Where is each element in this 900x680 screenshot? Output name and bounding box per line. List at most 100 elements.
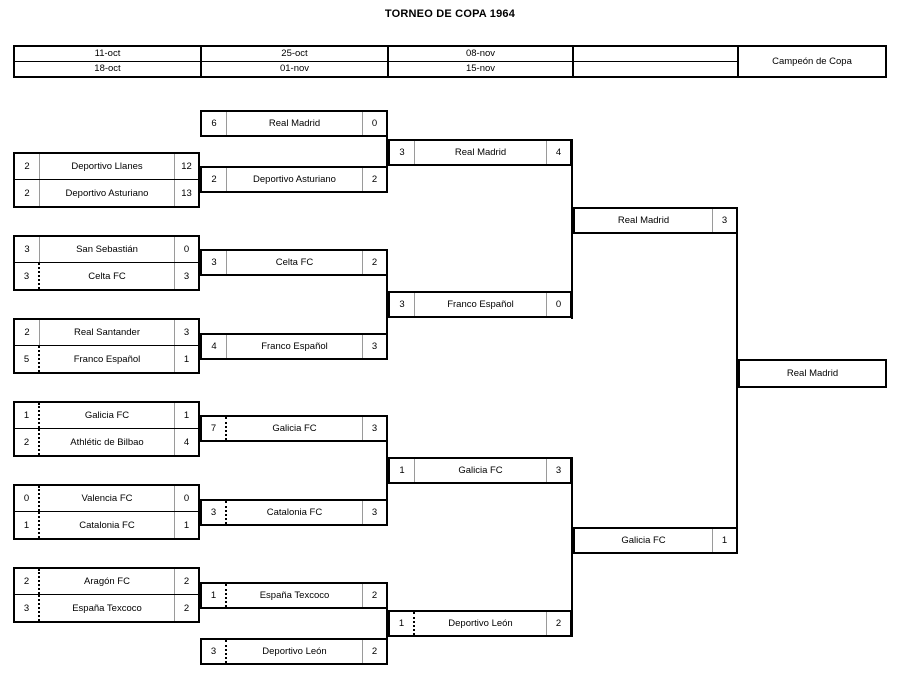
r1-match-4-team-top[interactable]: 1 Galicia FC 1: [15, 403, 198, 429]
r4-match-2[interactable]: Galicia FC 1: [573, 527, 738, 554]
r3-m2-team-name: Franco Español: [447, 299, 514, 310]
r2-match-8[interactable]: 3 Deportivo León 2: [200, 638, 388, 665]
r2-m8-team-name: Deportivo León: [262, 646, 327, 657]
r3-m1-team-name: Real Madrid: [454, 147, 507, 158]
r1-m5-top-team-name: Valencia FC: [81, 493, 133, 504]
header-col-round-2: 25-oct 01-nov: [202, 47, 389, 76]
r1-match-4[interactable]: 1 Galicia FC 1 2 Athlétic de Bilbao 4: [13, 401, 200, 457]
r1-match-4-team-bottom[interactable]: 2 Athlétic de Bilbao 4: [15, 429, 198, 455]
connector-r3-pair2: [571, 457, 573, 637]
r2-m1-leg1-score: 6: [202, 112, 227, 135]
connector-r3-pair1: [571, 139, 573, 319]
header-date-r4-leg2: [574, 62, 737, 77]
r2-m7-leg1-score: 1: [202, 584, 227, 607]
r1-m4-top-leg1-score: 1: [15, 403, 40, 428]
r1-m3-bottom-leg1-score: 5: [15, 346, 40, 372]
header-date-r2-leg1: 25-oct: [202, 47, 387, 62]
r2-m8-leg1-score: 3: [202, 640, 227, 663]
r1-m1-top-team-name: Deportivo Llanes: [71, 161, 143, 172]
r2-m7-leg2-score: 2: [362, 584, 386, 607]
r1-match-2-team-bottom[interactable]: 3 Celta FC 3: [15, 263, 198, 289]
r2-m6-team-name: Catalonia FC: [266, 507, 323, 518]
r1-m4-bottom-leg2-score: 4: [174, 429, 198, 455]
r2-m2-leg1-score: 2: [202, 168, 227, 191]
r3-m2-leg1-score: 3: [390, 293, 415, 316]
header-date-r1-leg1: 11-oct: [15, 47, 200, 62]
r1-match-6-team-top[interactable]: 2 Aragón FC 2: [15, 569, 198, 595]
r2-match-6[interactable]: 3 Catalonia FC 3: [200, 499, 388, 526]
r1-m3-top-leg2-score: 3: [174, 320, 198, 345]
r2-m6-leg2-score: 3: [362, 501, 386, 524]
r1-match-2-team-top[interactable]: 3 San Sebastián 0: [15, 237, 198, 263]
r1-match-1-team-top[interactable]: 2 Deportivo Llanes 12: [15, 154, 198, 180]
r1-match-3-team-top[interactable]: 2 Real Santander 3: [15, 320, 198, 346]
r2-m3-leg1-score: 3: [202, 251, 227, 274]
round-dates-header: 11-oct 18-oct 25-oct 01-nov 08-nov 15-no…: [13, 45, 887, 78]
r1-m5-bottom-team-name: Catalonia FC: [79, 519, 135, 531]
r2-m3-leg2-score: 2: [362, 251, 386, 274]
r1-match-1[interactable]: 2 Deportivo Llanes 12 2 Deportivo Asturi…: [13, 152, 200, 208]
connector-r2-pair1: [386, 110, 388, 193]
r2-match-5[interactable]: 7 Galicia FC 3: [200, 415, 388, 442]
r1-m6-bottom-leg2-score: 2: [174, 595, 198, 621]
r1-m5-bottom-leg2-score: 1: [174, 512, 198, 538]
r3-match-2[interactable]: 3 Franco Español 0: [388, 291, 572, 318]
r3-match-3[interactable]: 1 Galicia FC 3: [388, 457, 572, 484]
r3-match-1[interactable]: 3 Real Madrid 4: [388, 139, 572, 166]
r1-m6-top-leg2-score: 2: [174, 569, 198, 594]
r2-match-2[interactable]: 2 Deportivo Asturiano 2: [200, 166, 388, 193]
r1-match-5[interactable]: 0 Valencia FC 0 1 Catalonia FC 1: [13, 484, 200, 540]
r2-m2-team-name: Deportivo Asturiano: [253, 174, 336, 185]
page-title: TORNEO DE COPA 1964: [384, 8, 516, 20]
connector-r4-lower: [736, 373, 738, 539]
r1-m2-top-leg2-score: 0: [174, 237, 198, 262]
r1-m2-top-leg1-score: 3: [15, 237, 40, 262]
r2-m4-leg1-score: 4: [202, 335, 227, 358]
connector-r4-upper: [736, 207, 738, 373]
r2-m5-leg1-score: 7: [202, 417, 227, 440]
r2-match-1[interactable]: 6 Real Madrid 0: [200, 110, 388, 137]
r1-m2-bottom-team-name: Celta FC: [88, 270, 126, 282]
r1-m4-bottom-leg1-score: 2: [15, 429, 40, 455]
champion-header-label: Campeón de Copa: [772, 56, 852, 67]
r1-match-3[interactable]: 2 Real Santander 3 5 Franco Español 1: [13, 318, 200, 374]
r1-match-5-team-top[interactable]: 0 Valencia FC 0: [15, 486, 198, 512]
r1-m4-top-team-name: Galicia FC: [84, 410, 130, 421]
r1-m2-bottom-leg1-score: 3: [15, 263, 40, 289]
r1-m4-bottom-team-name: Athlétic de Bilbao: [70, 436, 144, 448]
r1-m1-bottom-team-name: Deportivo Asturiano: [65, 187, 149, 199]
header-date-r4-leg1: [574, 47, 737, 62]
r2-m7-team-name: España Texcoco: [259, 590, 330, 601]
connector-r2-pair3: [386, 415, 388, 526]
r3-m1-leg2-score: 4: [546, 141, 570, 164]
connector-r2-pair4: [386, 582, 388, 665]
r1-match-3-team-bottom[interactable]: 5 Franco Español 1: [15, 346, 198, 372]
r1-match-2[interactable]: 3 San Sebastián 0 3 Celta FC 3: [13, 235, 200, 291]
r2-match-3[interactable]: 3 Celta FC 2: [200, 249, 388, 276]
header-date-r3-leg1: 08-nov: [389, 47, 572, 62]
header-col-round-4: [574, 47, 739, 76]
r3-match-4[interactable]: 1 Deportivo León 2: [388, 610, 572, 637]
r2-m5-leg2-score: 3: [362, 417, 386, 440]
r1-match-1-team-bottom[interactable]: 2 Deportivo Asturiano 13: [15, 180, 198, 206]
r4-m1-team-name: Real Madrid: [617, 215, 670, 226]
r2-match-7[interactable]: 1 España Texcoco 2: [200, 582, 388, 609]
r1-m2-top-team-name: San Sebastián: [76, 244, 138, 255]
r4-match-1[interactable]: Real Madrid 3: [573, 207, 738, 234]
r1-m2-bottom-leg2-score: 3: [174, 263, 198, 289]
header-date-r3-leg2: 15-nov: [465, 63, 496, 74]
r3-m2-leg2-score: 0: [546, 293, 570, 316]
r1-m6-top-leg1-score: 2: [15, 569, 40, 594]
r1-match-6[interactable]: 2 Aragón FC 2 3 España Texcoco 2: [13, 567, 200, 623]
champion-team-name: Real Madrid: [786, 368, 839, 379]
champion-box[interactable]: Real Madrid: [738, 359, 887, 388]
r1-match-5-team-bottom[interactable]: 1 Catalonia FC 1: [15, 512, 198, 538]
r2-match-4[interactable]: 4 Franco Español 3: [200, 333, 388, 360]
r2-m2-leg2-score: 2: [362, 168, 386, 191]
r1-match-6-team-bottom[interactable]: 3 España Texcoco 2: [15, 595, 198, 621]
r1-m6-bottom-leg1-score: 3: [15, 595, 40, 621]
r3-m3-leg1-score: 1: [390, 459, 415, 482]
r2-m3-team-name: Celta FC: [275, 257, 314, 268]
r1-m3-top-leg1-score: 2: [15, 320, 40, 345]
header-col-champion: Campeón de Copa: [739, 47, 885, 76]
